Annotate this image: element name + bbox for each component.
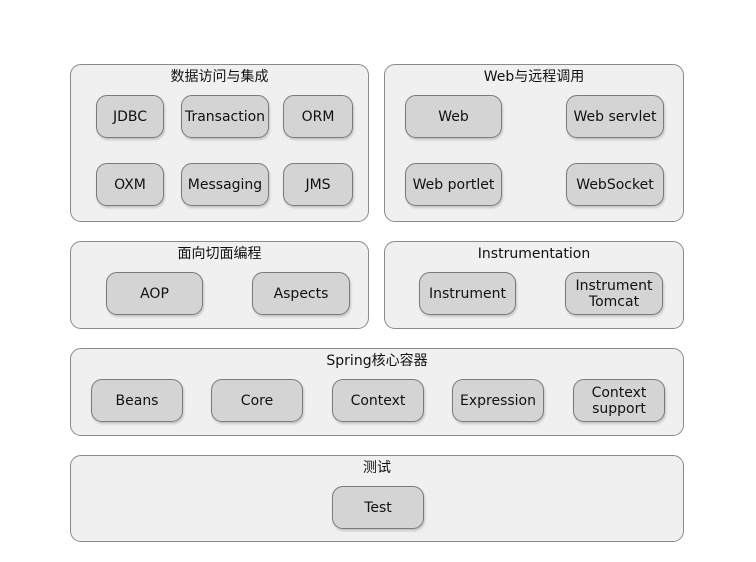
module-websocket: WebSocket <box>566 163 664 206</box>
module-orm: ORM <box>283 95 353 138</box>
module-context: Context <box>332 379 424 422</box>
module-beans: Beans <box>91 379 183 422</box>
module-instrument: Instrument <box>419 272 516 315</box>
module-core: Core <box>211 379 303 422</box>
module-test: Test <box>332 486 424 529</box>
instrumentation-panel: Instrumentation Instrument Instrument To… <box>384 241 684 329</box>
module-instrument-tomcat: Instrument Tomcat <box>565 272 663 315</box>
data-access-panel: 数据访问与集成 JDBC Transaction ORM OXM Messagi… <box>70 64 369 222</box>
module-expression: Expression <box>452 379 544 422</box>
module-jms: JMS <box>283 163 353 206</box>
module-aop: AOP <box>106 272 203 315</box>
core-container-panel: Spring核心容器 Beans Core Context Expression… <box>70 348 684 436</box>
module-messaging: Messaging <box>181 163 269 206</box>
core-container-title: Spring核心容器 <box>326 353 428 369</box>
module-web-portlet: Web portlet <box>405 163 502 206</box>
module-web-servlet: Web servlet <box>566 95 664 138</box>
data-access-title: 数据访问与集成 <box>170 69 269 85</box>
test-panel: 测试 Test <box>70 455 684 542</box>
module-transaction: Transaction <box>181 95 269 138</box>
module-context-support: Context support <box>573 379 665 422</box>
aop-panel: 面向切面编程 AOP Aspects <box>70 241 369 329</box>
aop-title: 面向切面编程 <box>177 246 262 262</box>
module-aspects: Aspects <box>252 272 350 315</box>
test-title: 测试 <box>363 460 391 476</box>
module-jdbc: JDBC <box>96 95 164 138</box>
module-oxm: OXM <box>96 163 164 206</box>
web-panel: Web与远程调用 Web Web servlet Web portlet Web… <box>384 64 684 222</box>
instrumentation-title: Instrumentation <box>477 246 591 262</box>
module-web: Web <box>405 95 502 138</box>
web-title: Web与远程调用 <box>483 69 585 85</box>
